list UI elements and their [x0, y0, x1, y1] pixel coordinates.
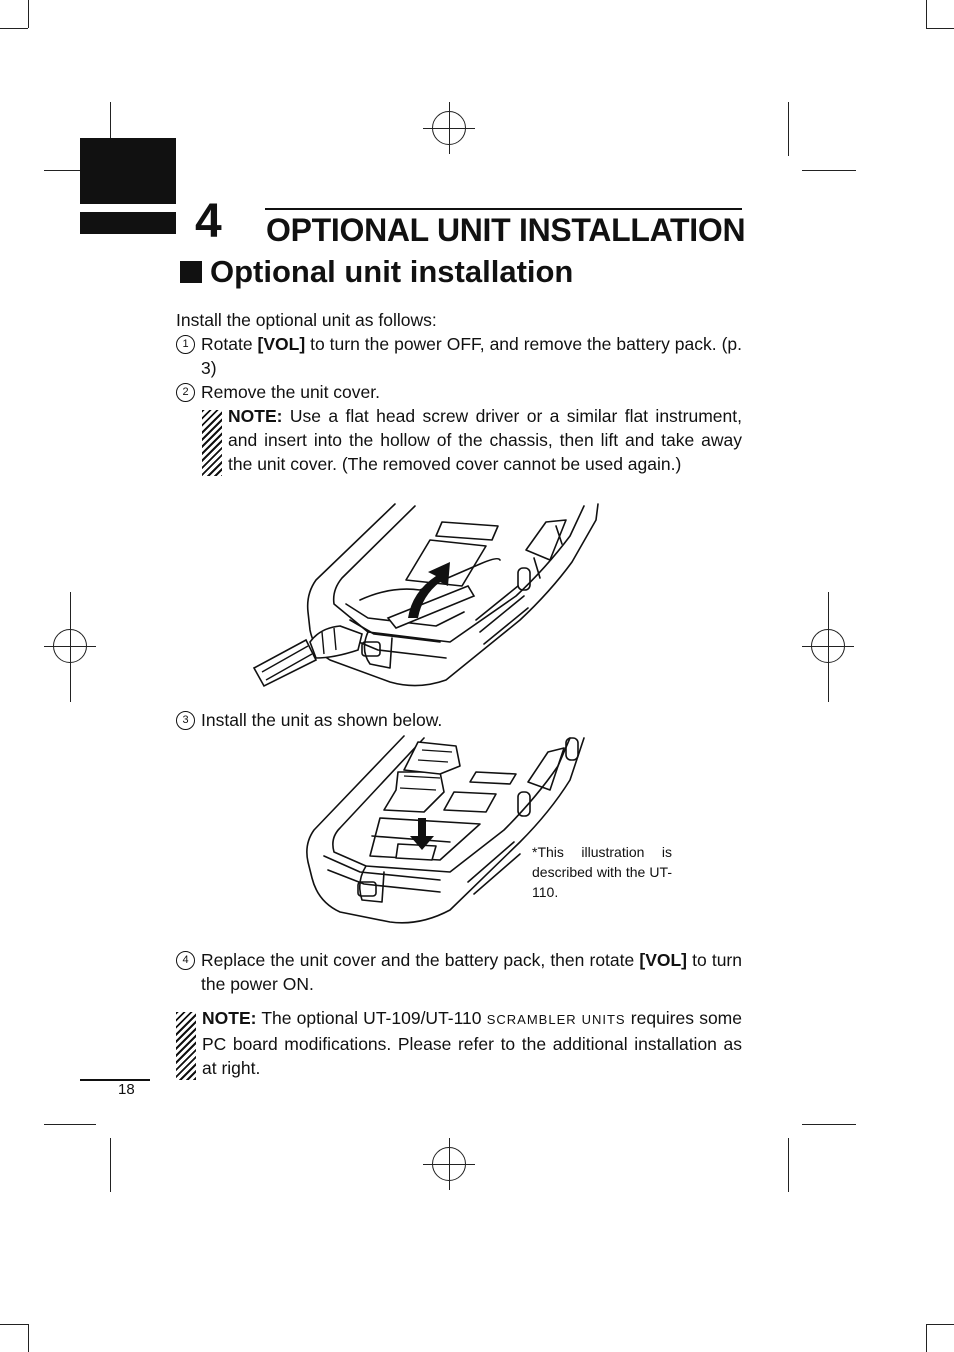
note-hatch-icon — [202, 410, 222, 476]
note-body: requires some PC board modifications. Pl… — [202, 1008, 742, 1078]
trim-mark — [110, 102, 111, 156]
trim-mark — [802, 1124, 856, 1125]
step-text-part: Rotate — [201, 334, 258, 354]
note-unit-cover: NOTE: Use a flat head screw driver or a … — [202, 404, 742, 476]
step-text-part: to turn the power ON. — [201, 950, 742, 994]
crop-mark — [0, 28, 28, 29]
note-scrambler: NOTE: The optional UT-109/UT-110 SCRAMBL… — [176, 1006, 742, 1080]
note-text: NOTE: The optional UT-109/UT-110 SCRAMBL… — [202, 1006, 742, 1080]
note-hatch-icon — [176, 1012, 196, 1080]
step-1: 1 Rotate [VOL] to turn the power OFF, an… — [176, 332, 742, 380]
page-rule — [80, 1079, 150, 1081]
step-text: Rotate [VOL] to turn the power OFF, and … — [201, 332, 742, 380]
section-title: Optional unit installation — [180, 253, 573, 291]
step-marker: 3 — [176, 711, 195, 730]
trim-mark — [44, 170, 96, 171]
crop-mark — [28, 0, 29, 28]
page-number: 18 — [118, 1081, 135, 1098]
trim-mark — [828, 592, 829, 702]
figure-remove-cover — [252, 503, 599, 688]
trim-mark — [788, 1138, 789, 1192]
trim-mark — [44, 1124, 96, 1125]
step-4: 4 Replace the unit cover and the battery… — [176, 948, 742, 996]
trim-mark — [70, 592, 71, 702]
trim-mark — [788, 102, 789, 156]
step-text-part: to turn the power OFF, and remove the ba… — [201, 334, 742, 378]
note-body: The optional UT-109/UT-110 — [256, 1008, 487, 1028]
step-marker: 1 — [176, 335, 195, 354]
chapter-tab-block — [80, 138, 176, 204]
square-bullet-icon — [180, 261, 202, 283]
step-3: 3 Install the unit as shown below. — [176, 708, 742, 732]
note-body: Use a flat head screw driver or a simila… — [228, 406, 742, 474]
chapter-tab-bar — [80, 212, 176, 234]
vol-key-label: [VOL] — [639, 950, 688, 970]
step-text-part: Replace the unit cover and the battery p… — [201, 950, 640, 970]
crop-mark — [926, 28, 954, 29]
note-label: NOTE: — [228, 406, 283, 426]
crop-mark — [926, 0, 927, 28]
crop-mark — [28, 1324, 29, 1352]
registration-mark — [423, 102, 475, 154]
chapter-title: OPTIONAL UNIT INSTALLATION — [266, 212, 746, 248]
trim-mark — [802, 170, 856, 171]
step-2: 2 Remove the unit cover. — [176, 380, 742, 404]
section-title-text: Optional unit installation — [210, 254, 574, 289]
figure-caption: *This illustration is described with the… — [532, 844, 672, 900]
vol-key-label: [VOL] — [257, 334, 306, 354]
step-marker: 2 — [176, 383, 195, 402]
crop-mark — [926, 1324, 954, 1325]
chapter-rule — [265, 208, 742, 210]
note-label: NOTE: — [202, 1008, 257, 1028]
chapter-number: 4 — [195, 195, 222, 248]
figure-install-unit — [306, 735, 585, 924]
crop-mark — [926, 1324, 927, 1352]
registration-mark — [423, 1138, 475, 1190]
note-text: NOTE: Use a flat head screw driver or a … — [228, 404, 742, 476]
trim-mark — [110, 1138, 111, 1192]
step-text: Remove the unit cover. — [201, 382, 380, 402]
intro-text: Install the optional unit as follows: — [176, 310, 437, 330]
note-smallcaps: SCRAMBLER UNITS — [486, 1012, 626, 1027]
step-text: Install the unit as shown below. — [201, 710, 443, 730]
step-marker: 4 — [176, 951, 195, 970]
step-text: Replace the unit cover and the battery p… — [201, 948, 742, 996]
crop-mark — [0, 1324, 28, 1325]
